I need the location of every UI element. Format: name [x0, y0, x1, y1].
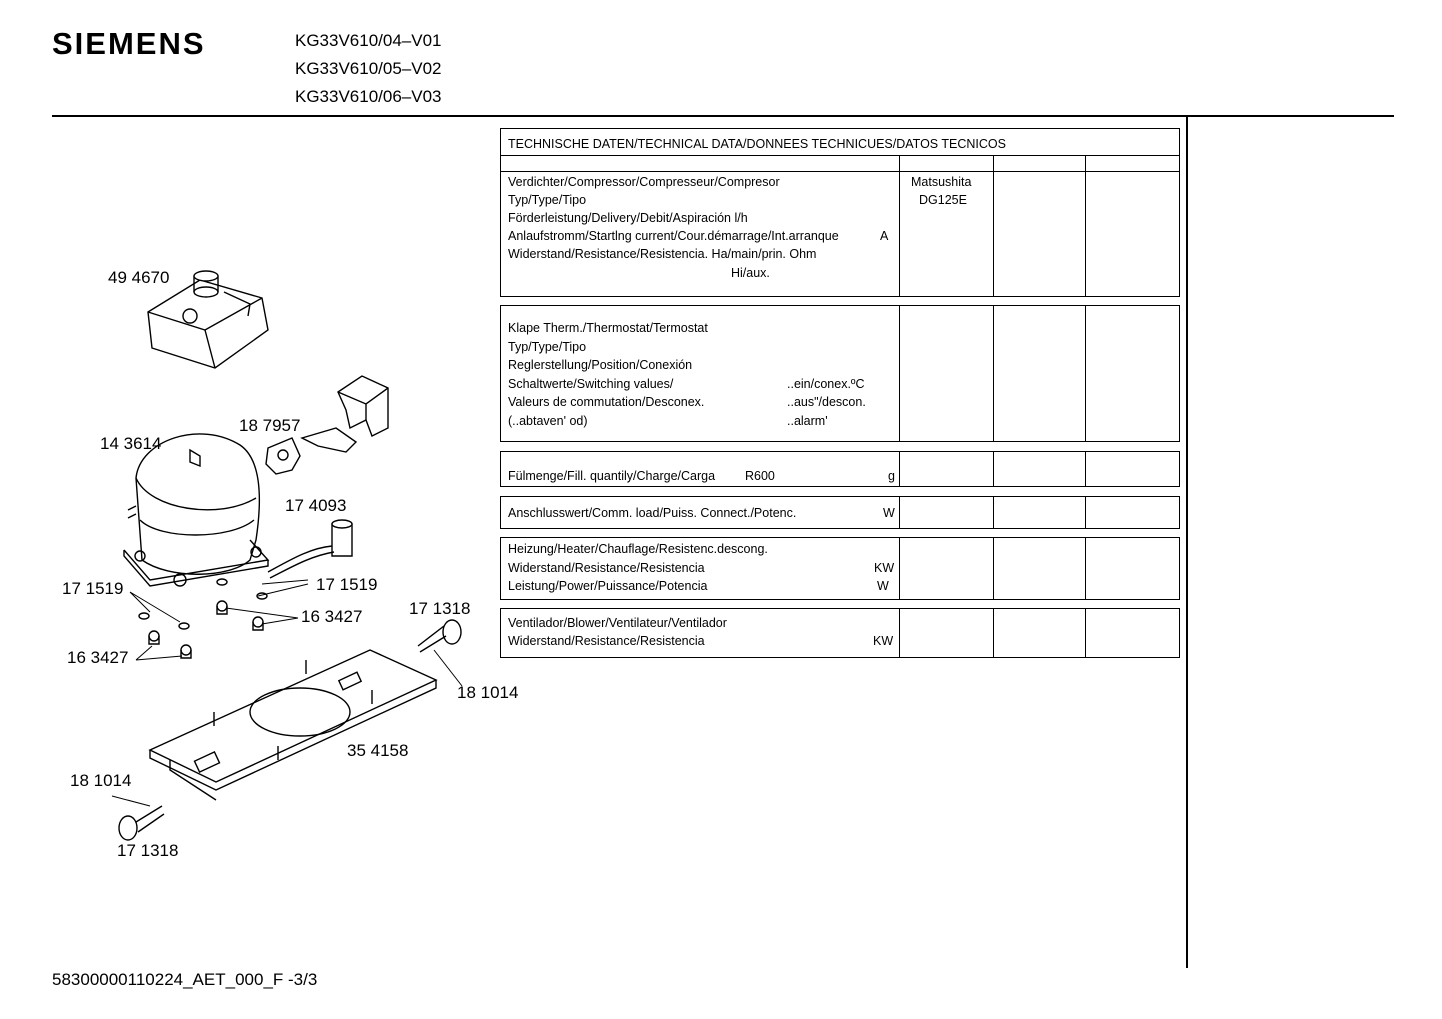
- model-number: KG33V610/06–V03: [295, 87, 442, 106]
- brand-logo: SIEMENS: [52, 26, 206, 61]
- heater-row: Leistung/Power/Puissance/Potencia: [508, 579, 708, 593]
- compressor-row: Anlaufstromm/Startlng current/Cour.démar…: [508, 229, 839, 243]
- exploded-parts-diagram: [111, 270, 463, 841]
- fill-quantity-label: Fülmenge/Fill. quantily/Charge/Carga: [508, 469, 716, 483]
- compressor-section: Verdichter/Compressor/Compresseur/Compre…: [500, 171, 1180, 297]
- tech-data-header: TECHNISCHE DATEN/TECHNICAL DATA/DONNEES …: [500, 128, 1180, 172]
- compressor-row: Förderleistung/Delivery/Debit/Aspiración…: [508, 211, 748, 225]
- part-label: 18 1014: [457, 683, 519, 702]
- connected-load-section: Anschlusswert/Comm. load/Puiss. Connect.…: [500, 496, 1180, 529]
- part-label: 16 3427: [301, 607, 363, 626]
- model-number: KG33V610/05–V02: [295, 59, 442, 78]
- leader-lines: [111, 579, 463, 807]
- part-label: 35 4158: [347, 741, 409, 760]
- unit-label: W: [883, 506, 895, 520]
- compressor-type: DG125E: [919, 193, 967, 207]
- tech-data-title: TECHNISCHE DATEN/TECHNICAL DATA/DONNEES …: [508, 137, 1006, 151]
- compressor-row: Verdichter/Compressor/Compresseur/Compre…: [508, 175, 780, 189]
- starter-relay-part: [265, 437, 301, 475]
- connected-load-label: Anschlusswert/Comm. load/Puiss. Connect.…: [508, 506, 797, 520]
- heater-row: Heizung/Heater/Chauflage/Resistenc.desco…: [508, 542, 768, 556]
- thermostat-value-label: ..alarm': [787, 414, 828, 428]
- part-label: 14 3614: [100, 434, 162, 453]
- unit-label: A: [880, 229, 889, 243]
- thermostat-row: (..abtaven' od): [508, 414, 588, 428]
- part-label: 49 4670: [108, 268, 170, 287]
- unit-label: g: [888, 469, 895, 483]
- header-divider: [52, 115, 1394, 117]
- blower-row: Widerstand/Resistance/Resistencia: [508, 634, 705, 648]
- part-label: 17 1318: [117, 841, 179, 860]
- heater-row: Widerstand/Resistance/Resistencia: [508, 561, 705, 575]
- terminal-cover-part: [337, 375, 389, 437]
- part-label: 17 1519: [316, 575, 378, 594]
- compressor-row: Widerstand/Resistance/Resistencia. Ha/ma…: [508, 247, 817, 261]
- part-label: 16 3427: [67, 648, 129, 667]
- base-plate-part: [148, 649, 438, 801]
- blower-row: Ventilador/Blower/Ventilateur/Ventilador: [508, 616, 727, 630]
- compressor-maker: Matsushita: [911, 175, 972, 189]
- unit-label: W: [877, 579, 889, 593]
- part-label: 17 1519: [62, 579, 124, 598]
- foot-part: [118, 805, 165, 841]
- unit-label: KW: [874, 561, 895, 575]
- grommet-parts: [138, 578, 268, 659]
- capacitor-part: [267, 519, 353, 579]
- unit-label: KW: [873, 634, 894, 648]
- part-label: 17 4093: [285, 496, 347, 515]
- thermostat-row: Reglerstellung/Position/Conexión: [508, 358, 693, 372]
- compressor-row: Typ/Type/Tipo: [508, 193, 587, 207]
- relay-cover-part: [147, 270, 269, 369]
- document-id: 58300000110224_AET_000_F -3/3: [52, 970, 318, 989]
- thermostat-value-label: ..aus"/descon.: [787, 395, 866, 409]
- right-margin-line: [1186, 116, 1188, 968]
- model-number: KG33V610/04–V01: [295, 31, 442, 50]
- thermostat-row: Schaltwerte/Switching values/: [508, 377, 674, 391]
- compressor-sub: Hi/aux.: [731, 266, 770, 280]
- thermostat-value-label: ..ein/conex.ºC: [787, 377, 865, 391]
- compressor-part: [123, 433, 270, 587]
- fill-quantity-section: Fülmenge/Fill. quantily/Charge/Carga R60…: [500, 451, 1180, 487]
- thermostat-section: Klape Therm./Thermostat/Termostat Typ/Ty…: [500, 305, 1180, 442]
- heater-section: Heizung/Heater/Chauflage/Resistenc.desco…: [500, 537, 1180, 600]
- thermostat-row: Typ/Type/Tipo: [508, 340, 587, 354]
- blower-section: Ventilador/Blower/Ventilateur/Ventilador…: [500, 608, 1180, 658]
- refrigerant-label: R600: [745, 469, 775, 483]
- thermostat-row: Klape Therm./Thermostat/Termostat: [508, 321, 708, 335]
- clip-part: [300, 427, 358, 453]
- part-label: 18 7957: [239, 416, 301, 435]
- foot-part: [417, 619, 462, 653]
- thermostat-row: Valeurs de commutation/Desconex.: [508, 395, 705, 409]
- part-label: 17 1318: [409, 599, 471, 618]
- part-label: 18 1014: [70, 771, 132, 790]
